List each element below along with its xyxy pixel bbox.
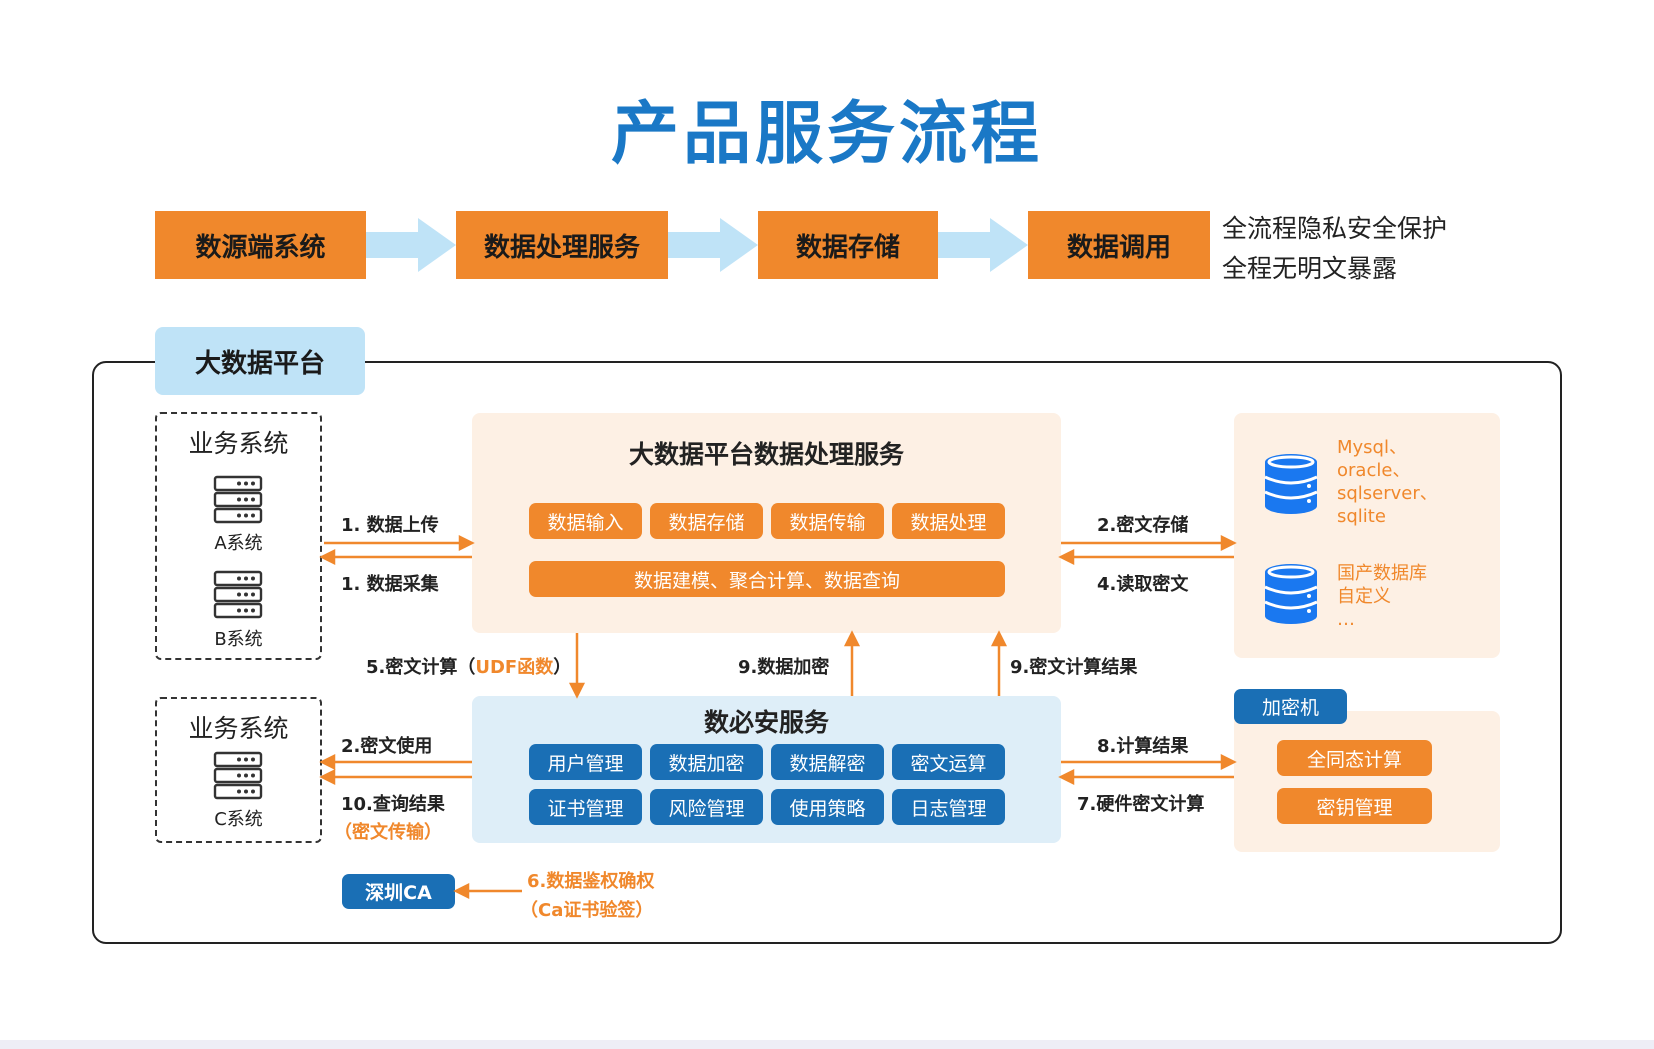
- pipeline-note-no-plaintext: 全程无明文暴露: [1222, 254, 1398, 283]
- flow-label-compute-result: 9.密文计算结果: [1010, 657, 1138, 678]
- platform-frame: [92, 361, 1562, 944]
- flow-label-compute-suffix: ）: [553, 657, 572, 678]
- database-name: 自定义: [1337, 586, 1391, 607]
- pill-data-input: 数据输入: [529, 503, 642, 539]
- ca-verify-label: （Ca证书验签）: [520, 900, 654, 921]
- flow-label-encrypt: 9.数据加密: [738, 657, 830, 678]
- pill-data-processing: 数据处理: [892, 503, 1005, 539]
- pill-data-decryption: 数据解密: [771, 744, 884, 780]
- server-icon: [213, 570, 263, 619]
- system-c-label: C系统: [214, 809, 263, 830]
- pill-data-modeling: 数据建模、聚合计算、数据查询: [529, 561, 1005, 597]
- pipeline-arrow: [668, 218, 758, 272]
- pipeline-note-privacy: 全流程隐私安全保护: [1222, 214, 1448, 243]
- pipeline-arrow: [366, 218, 456, 272]
- pill-risk-management: 风险管理: [650, 789, 763, 825]
- flow-label-store: 2.密文存储: [1097, 515, 1189, 536]
- flow-label-collect: 1. 数据采集: [341, 574, 439, 595]
- business-system-title: 业务系统: [188, 429, 289, 458]
- hsm-tag: 加密机: [1234, 689, 1347, 724]
- database-name: sqlite: [1337, 506, 1386, 527]
- database-list-2: 国产数据库 自定义 …: [1337, 562, 1427, 631]
- server-icon: [213, 751, 263, 800]
- ca-box: 深圳CA: [342, 874, 455, 909]
- pill-homomorphic-compute: 全同态计算: [1277, 740, 1432, 776]
- database-name: Mysql、: [1337, 437, 1407, 458]
- pill-data-storage: 数据存储: [650, 503, 763, 539]
- processing-title: 大数据平台数据处理服务: [628, 440, 904, 469]
- pill-data-transfer: 数据传输: [771, 503, 884, 539]
- flow-label-upload: 1. 数据上传: [341, 515, 439, 536]
- platform-label: 大数据平台: [155, 327, 365, 395]
- flow-label-compute: 5.密文计算（UDF函数）: [366, 653, 571, 679]
- bottom-band: [0, 1040, 1654, 1049]
- business-system-upper: 业务系统: [155, 412, 322, 660]
- pill-key-management: 密钥管理: [1277, 788, 1432, 824]
- database-name: …: [1337, 609, 1355, 630]
- flow-label-compute-udf: UDF函数: [475, 657, 554, 678]
- ca-auth-label: 6.数据鉴权确权: [527, 871, 655, 892]
- pipeline-step-storage: 数据存储: [758, 211, 938, 279]
- pill-user-management: 用户管理: [529, 744, 642, 780]
- flow-label-use: 2.密文使用: [341, 736, 433, 757]
- business-system-title: 业务系统: [188, 714, 289, 743]
- database-icon: [1264, 454, 1318, 514]
- page-title: 产品服务流程: [610, 95, 1043, 174]
- server-icon: [213, 475, 263, 524]
- flow-label-compute-prefix: 5.密文计算（: [366, 657, 476, 678]
- pipeline-step-source: 数源端系统: [155, 211, 366, 279]
- pill-certificate-management: 证书管理: [529, 789, 642, 825]
- flow-label-query: 10.查询结果: [341, 794, 445, 815]
- database-name: sqlserver、: [1337, 483, 1438, 504]
- flow-label-query-note: （密文传输）: [334, 822, 442, 843]
- pill-log-management: 日志管理: [892, 789, 1005, 825]
- pill-ciphertext-operation: 密文运算: [892, 744, 1005, 780]
- pipeline-step-processing: 数据处理服务: [456, 211, 668, 279]
- database-name: 国产数据库: [1337, 563, 1427, 584]
- hsm-panel: [1234, 711, 1500, 852]
- pill-usage-policy: 使用策略: [771, 789, 884, 825]
- system-a-label: A系统: [214, 533, 263, 554]
- security-title: 数必安服务: [703, 708, 829, 737]
- pipeline-step-usage: 数据调用: [1028, 211, 1210, 279]
- system-b-label: B系统: [214, 629, 263, 650]
- pill-data-encryption: 数据加密: [650, 744, 763, 780]
- database-icon: [1264, 564, 1318, 624]
- pipeline-arrow: [938, 218, 1028, 272]
- database-list-1: Mysql、 oracle、 sqlserver、 sqlite: [1337, 436, 1438, 528]
- database-name: oracle、: [1337, 460, 1411, 481]
- flow-label-read: 4.读取密文: [1097, 574, 1189, 595]
- flow-label-hw-compute: 7.硬件密文计算: [1077, 794, 1205, 815]
- flow-label-calc-result: 8.计算结果: [1097, 736, 1189, 757]
